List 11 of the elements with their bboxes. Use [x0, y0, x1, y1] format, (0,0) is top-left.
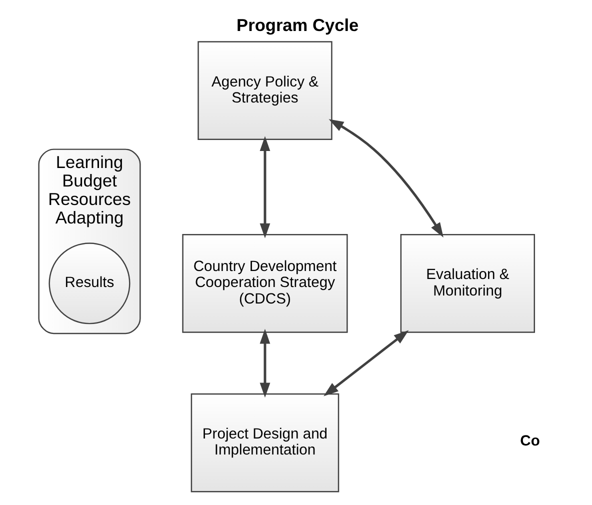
arrow: [323, 330, 408, 396]
node-box: Project Design and Implementation: [190, 393, 339, 492]
arrow: [259, 328, 270, 398]
node-circle: Results: [48, 242, 130, 324]
arrow: [328, 119, 443, 238]
node-box: Agency Policy & Strategies: [197, 41, 332, 140]
label: Co: [520, 433, 540, 450]
node-box: Evaluation & Monitoring: [400, 234, 535, 333]
diagram-title: Program Cycle: [236, 14, 358, 35]
arrow: [259, 136, 270, 238]
node-box: Country Development Cooperation Strategy (CDCS): [182, 234, 348, 333]
